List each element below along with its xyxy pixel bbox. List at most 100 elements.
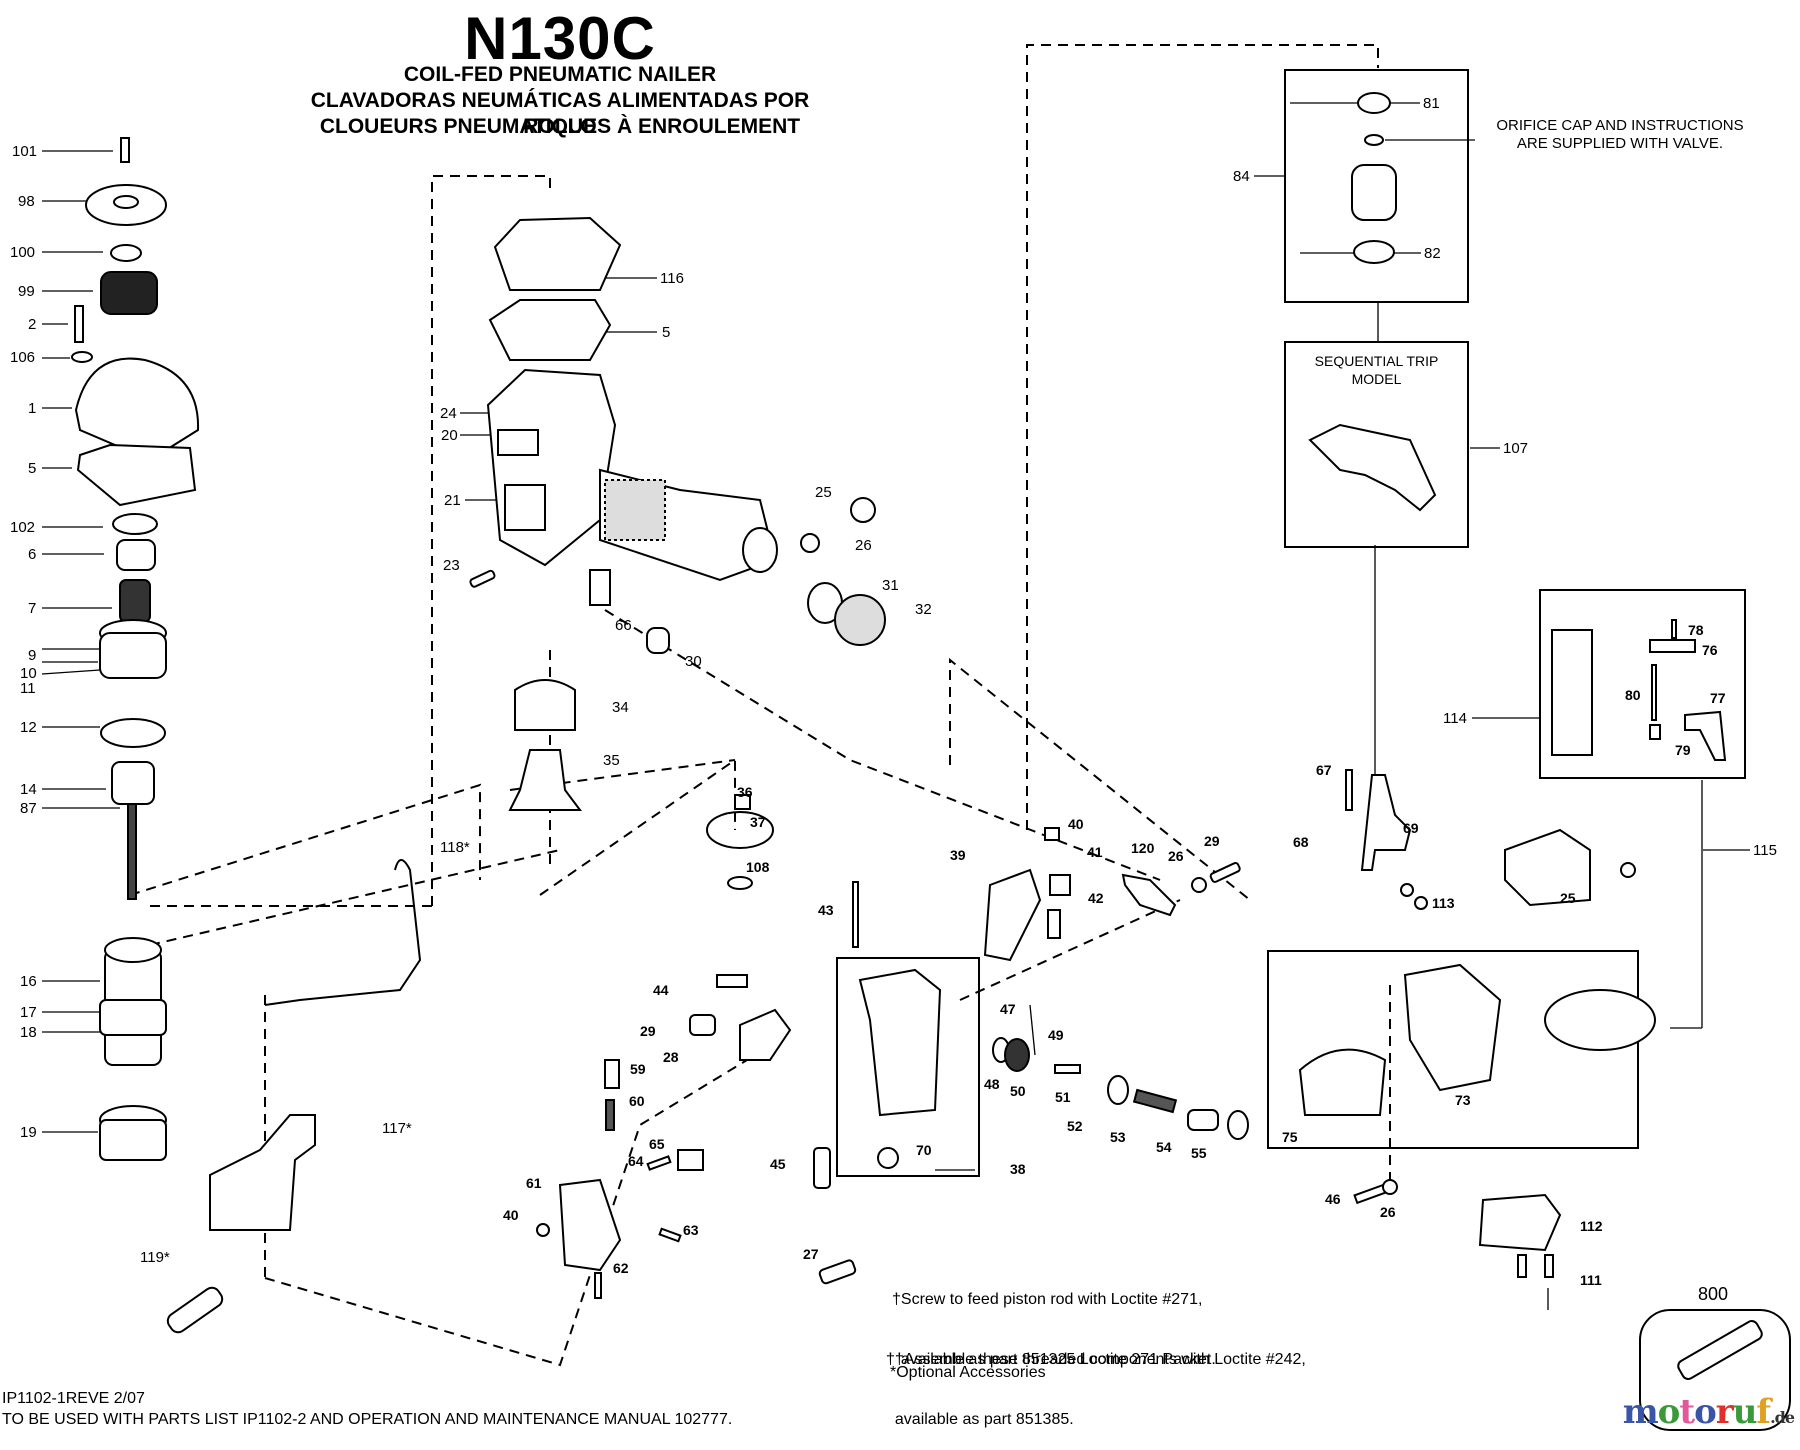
- part-label: 42: [1088, 890, 1104, 906]
- pin-23-shape: [469, 569, 496, 588]
- pin-80-shape: [1651, 664, 1657, 721]
- pin-63-shape: [658, 1227, 682, 1243]
- part-label: 64: [628, 1153, 644, 1169]
- sequential-line: MODEL: [1351, 371, 1402, 387]
- part-label: 68: [1293, 834, 1309, 850]
- plug-25-shape: [850, 497, 876, 523]
- part-label: 34: [612, 699, 629, 716]
- watermark-logo: motoruf.de: [1623, 1392, 1795, 1432]
- part-label: 112: [1580, 1218, 1603, 1234]
- screw-45-shape: [813, 1147, 831, 1189]
- screw-29a-shape: [689, 1014, 716, 1036]
- part-label: 70: [916, 1142, 932, 1158]
- orifice-note: ORIFICE CAP AND INSTRUCTIONS ARE SUPPLIE…: [1470, 117, 1770, 153]
- part-label: 102: [10, 519, 35, 536]
- part-label: 111: [1580, 1272, 1602, 1288]
- sequential-line: SEQUENTIAL TRIP: [1314, 353, 1439, 369]
- caulk-gun-800-shape: [1677, 1320, 1763, 1380]
- gasket-5-shape: [76, 443, 197, 507]
- spring-7-shape: [119, 579, 151, 623]
- part-label: 40: [1068, 816, 1084, 832]
- part-label: 62: [613, 1260, 629, 1276]
- part-77-shape: [1684, 710, 1727, 761]
- piston-14-shape: [111, 761, 155, 805]
- watermark-letter: r: [1715, 1392, 1734, 1432]
- handle-119-shape: [166, 1286, 224, 1334]
- part-label: 32: [915, 601, 932, 618]
- part-label: 107: [1503, 440, 1528, 457]
- part-label: 54: [1156, 1139, 1172, 1155]
- part-label: 19: [20, 1124, 37, 1141]
- washer-106-shape: [71, 351, 93, 363]
- part-label: 52: [1067, 1118, 1083, 1134]
- part-label: 39: [950, 847, 966, 863]
- part-label: 12: [20, 719, 37, 736]
- watermark-letter: u: [1732, 1392, 1758, 1432]
- screw-70-shape: [877, 1147, 899, 1169]
- part-label: 69: [1403, 820, 1419, 836]
- part-label: 9: [28, 647, 36, 664]
- part-label: 77: [1710, 690, 1726, 706]
- part-label: 73: [1455, 1092, 1471, 1108]
- usage-note: TO BE USED WITH PARTS LIST IP1102-2 AND …: [2, 1411, 733, 1428]
- screw-101-shape: [120, 137, 130, 163]
- plate-112-shape: [1478, 1193, 1562, 1252]
- valve-kit-box: [1284, 69, 1469, 303]
- part-6-shape: [116, 539, 156, 571]
- bumper-30-shape: [646, 627, 670, 654]
- nose-box: [836, 957, 980, 1177]
- feeder-box: [1267, 950, 1639, 1149]
- part-66-shape: [589, 569, 611, 606]
- pin-78-shape: [1671, 619, 1677, 639]
- watermark-text: motoruf: [1623, 1392, 1771, 1432]
- cap-1-shape: [74, 357, 200, 462]
- bracket-117-shape: [209, 1114, 316, 1231]
- label-21-shape: [504, 484, 546, 531]
- watermark-letter: f: [1756, 1392, 1771, 1432]
- part-54-shape: [1187, 1109, 1219, 1131]
- spring-67-shape: [1345, 769, 1353, 811]
- part-labels-bold: 78 76 80 77 79 36 37 108 43 44 29 28 59 …: [503, 622, 1726, 1288]
- note-line: available as part 851325 Loctite 271 Pac…: [892, 1351, 1216, 1368]
- part-label: 114: [1443, 710, 1467, 727]
- part-label: 98: [18, 193, 35, 210]
- part-label: 21: [444, 492, 461, 509]
- part-label: 41: [1087, 844, 1103, 860]
- part-label: 45: [770, 1156, 786, 1172]
- assembly-guide-lines: [129, 44, 1391, 1367]
- watermark-letter: o: [1694, 1392, 1717, 1432]
- part-34-shape: [514, 679, 576, 731]
- part-label: 29: [1204, 833, 1220, 849]
- trip-107-shape: [1308, 423, 1437, 512]
- part-label: 101: [12, 143, 37, 160]
- part-label: 116: [660, 270, 684, 287]
- part-label: 40: [503, 1207, 519, 1223]
- part-label: 99: [18, 283, 35, 300]
- part-label: 29: [640, 1023, 656, 1039]
- washer-26-shape: [800, 533, 820, 553]
- title-english: COIL-FED PNEUMATIC NAILER: [403, 63, 717, 86]
- part-label: 117*: [382, 1120, 412, 1137]
- watermark-letter: t: [1679, 1392, 1695, 1432]
- footer: IP1102-1REVE 2/07 TO BE USED WITH PARTS …: [2, 1388, 732, 1430]
- part-label: 20: [441, 427, 458, 444]
- pin-43-shape: [852, 881, 859, 948]
- part-35-shape: [508, 749, 582, 811]
- nut-40-shape: [536, 1223, 550, 1237]
- part-65-shape: [677, 1149, 704, 1171]
- part-label: 38: [1010, 1161, 1026, 1177]
- part-label: 36: [737, 784, 753, 800]
- part-label: 2: [28, 316, 36, 333]
- part-label: 1: [28, 400, 36, 417]
- sequential-trip-caption: SEQUENTIAL TRIP MODEL: [1285, 352, 1468, 388]
- part-label: 18: [20, 1024, 37, 1041]
- nut-25b-shape: [1620, 862, 1636, 878]
- part-label: 26: [1380, 1204, 1396, 1220]
- part-label: 81: [1423, 95, 1440, 112]
- part-label: 60: [629, 1093, 645, 1109]
- part-59-shape: [604, 1059, 620, 1089]
- part-label: 50: [1010, 1083, 1026, 1099]
- watermark-suffix: .de: [1770, 1408, 1795, 1427]
- screw-2-shape: [74, 305, 84, 343]
